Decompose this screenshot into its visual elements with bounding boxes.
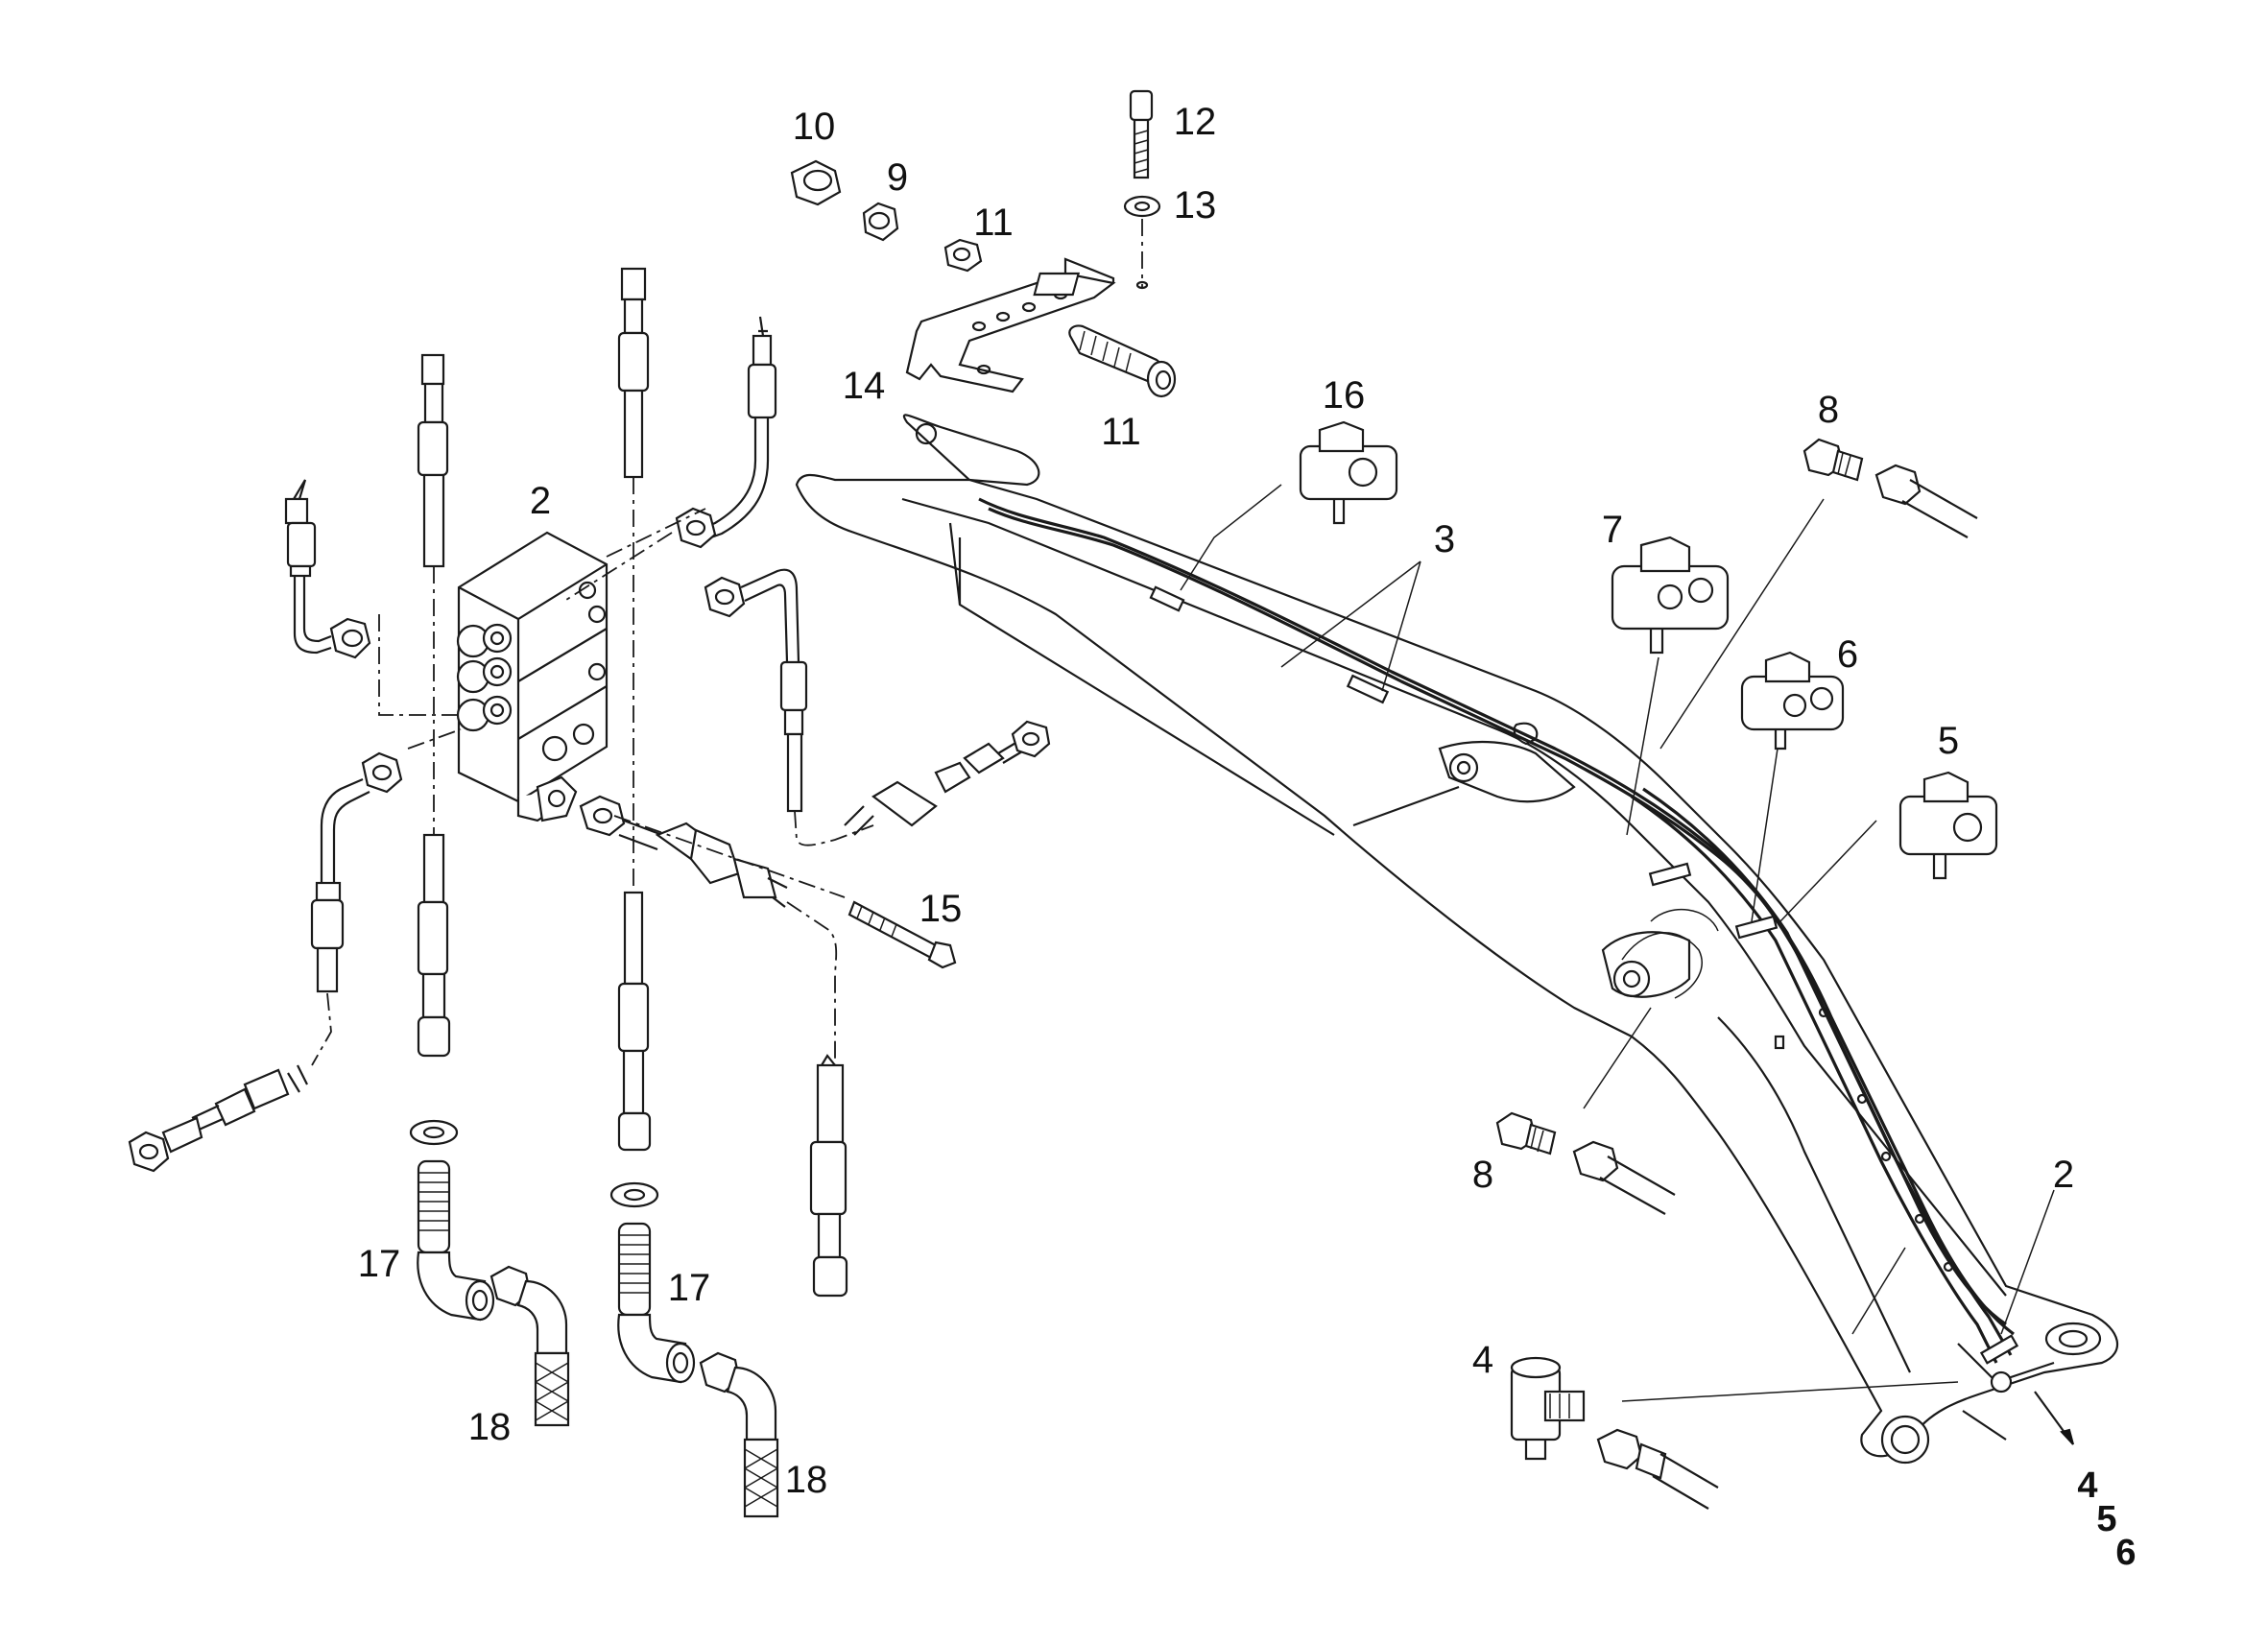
callout-8-upper: 8 [1818, 389, 1839, 431]
callout-15: 15 [919, 888, 963, 930]
grease-nipple-11 [1068, 324, 1177, 398]
callout-2-block: 2 [530, 480, 551, 522]
nut-11 [943, 238, 983, 273]
mounting-bracket [905, 257, 1149, 393]
washer-13 [1123, 195, 1161, 218]
callout-8-lower: 8 [1472, 1154, 1493, 1196]
tee-fitting-4 [1510, 1356, 1586, 1461]
callout-5: 5 [1938, 720, 1959, 762]
arrow-ref-5: 5 [2096, 1499, 2116, 1539]
clamp-6 [1740, 651, 1845, 751]
callout-6: 6 [1837, 633, 1858, 676]
valve-block-2 [456, 531, 609, 822]
arrow-ref-4: 4 [2077, 1465, 2097, 1506]
callout-13: 13 [1174, 184, 1217, 226]
clamp-7 [1611, 536, 1730, 655]
fitting-8-lower [1495, 1111, 1676, 1215]
callout-3: 3 [1434, 518, 1455, 560]
callout-16: 16 [1323, 374, 1366, 417]
callout-14: 14 [843, 365, 886, 407]
hex-nut-10 [790, 159, 842, 206]
clamp-5 [1898, 771, 1998, 880]
callout-11-nut: 11 [973, 202, 1014, 244]
callout-10: 10 [793, 106, 836, 148]
callout-18-left: 18 [468, 1406, 512, 1448]
callout-12: 12 [1174, 101, 1217, 143]
callout-7: 7 [1602, 509, 1623, 551]
callout-9: 9 [887, 156, 908, 199]
fitting-9 [862, 202, 899, 242]
arrow-ref-6: 6 [2115, 1533, 2136, 1573]
callout-labels: 10 9 12 13 11 14 11 16 8 2 3 7 6 5 15 8 … [358, 101, 2137, 1573]
callout-18-right: 18 [785, 1459, 828, 1501]
elbow-fittings [409, 1119, 779, 1518]
screw-12 [1129, 89, 1154, 179]
callout-4: 4 [1472, 1339, 1493, 1381]
hose-fitting-4 [1596, 1428, 1719, 1510]
clamp-16 [1299, 420, 1398, 525]
hydraulic-pipes [128, 267, 1051, 1298]
callout-11-nipple: 11 [1101, 411, 1141, 453]
callout-17-left: 17 [358, 1243, 401, 1285]
fitting-8-upper [1802, 438, 1978, 538]
boom-arm [795, 414, 2119, 1465]
callout-2-boom: 2 [2053, 1154, 2074, 1196]
callout-17-right: 17 [668, 1267, 711, 1309]
